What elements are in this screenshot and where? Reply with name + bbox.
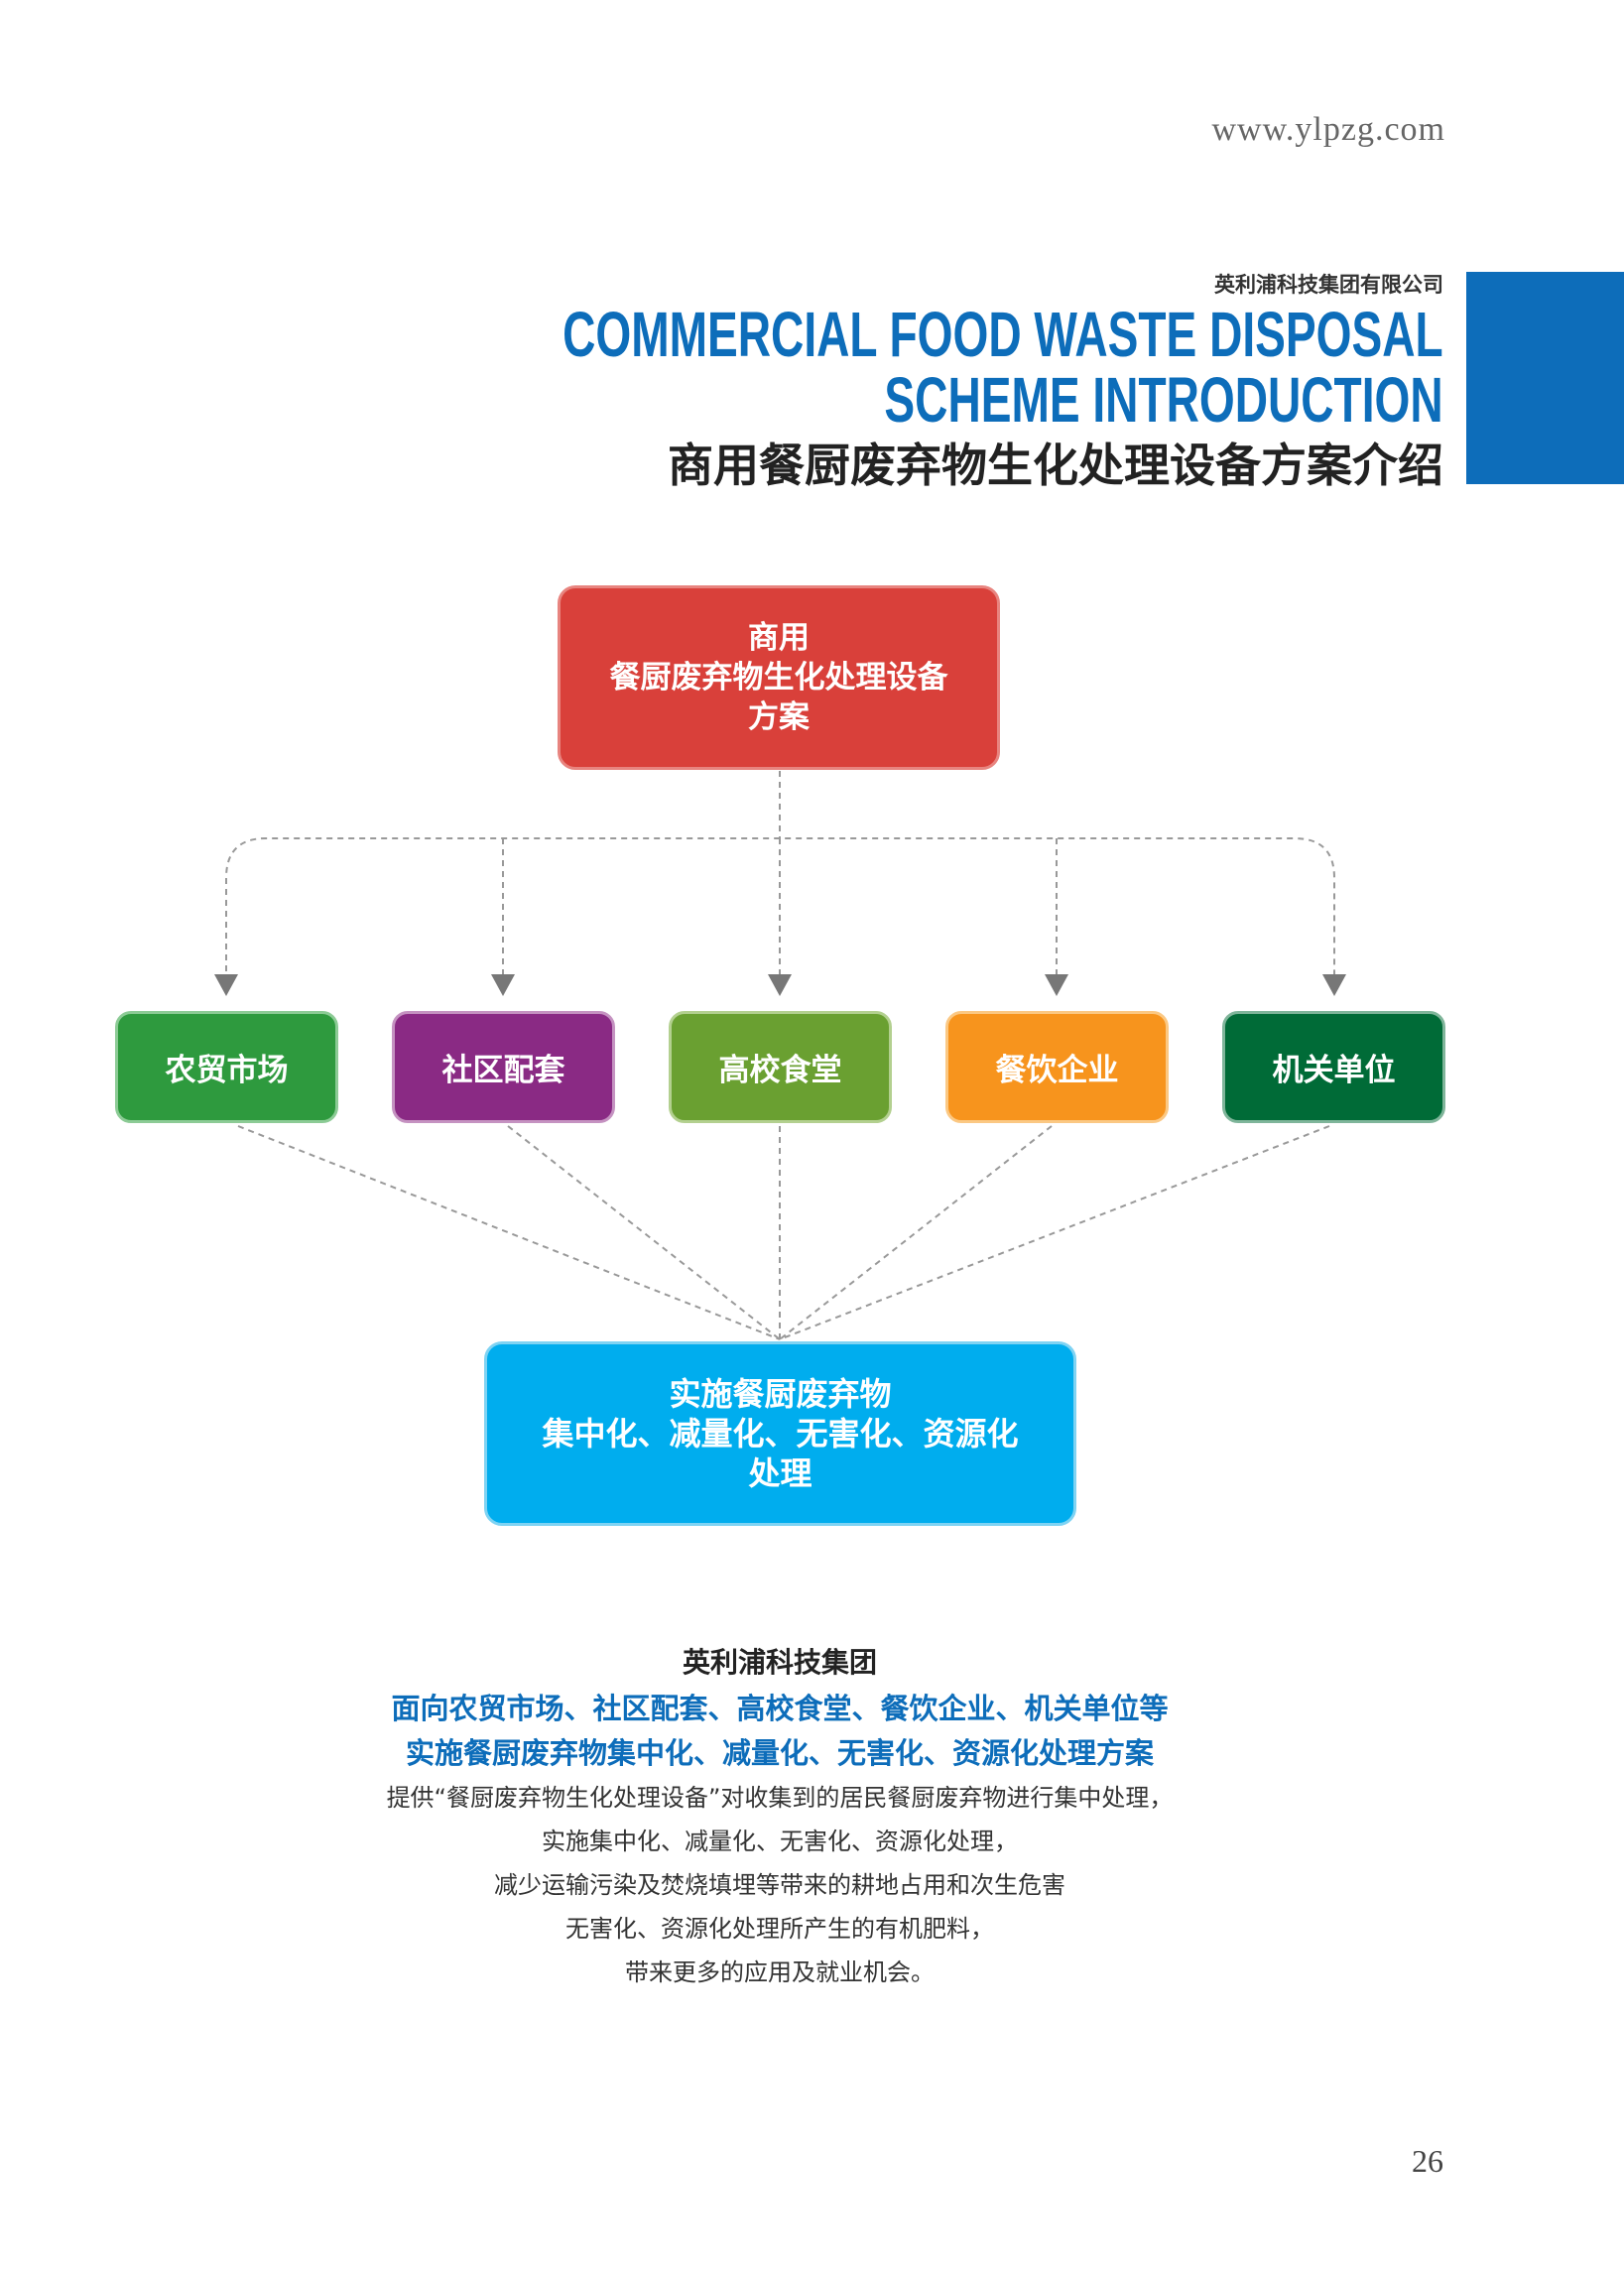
arrow-head-2 bbox=[491, 974, 515, 996]
company-name-small: 英利浦科技集团有限公司 bbox=[1214, 273, 1443, 297]
highlight-line: 实施餐厨废弃物集中化、减量化、无害化、资源化处理方案 bbox=[405, 1736, 1154, 1770]
category-box-school: 高校食堂 bbox=[669, 1011, 892, 1123]
converge-line-5 bbox=[779, 1125, 1330, 1340]
category-label: 社区配套 bbox=[441, 1053, 565, 1088]
category-label: 农贸市场 bbox=[165, 1053, 289, 1088]
body-line: 减少运输污染及焚烧填埋等带来的耕地占用和次生危害 bbox=[494, 1871, 1065, 1899]
title-en-line1: COMMERCIAL FOOD WASTE DISPOSAL bbox=[562, 299, 1443, 370]
branch-bar bbox=[225, 837, 1335, 982]
page-header: 英利浦科技集团有限公司 COMMERCIAL FOOD WASTE DISPOS… bbox=[220, 268, 1443, 496]
description-block: 英利浦科技集团 面向农贸市场、社区配套、高校食堂、餐饮企业、机关单位等 实施餐厨… bbox=[0, 1639, 1560, 1994]
converge-line-1 bbox=[237, 1125, 781, 1340]
top-scheme-box: 商用 餐厨废弃物生化处理设备 方案 bbox=[558, 585, 1000, 770]
description-company: 英利浦科技集团 bbox=[682, 1646, 877, 1679]
converge-line-4 bbox=[779, 1125, 1053, 1340]
body-line: 带来更多的应用及就业机会。 bbox=[625, 1958, 935, 1986]
category-box-community: 社区配套 bbox=[392, 1011, 615, 1123]
body-line: 实施集中化、减量化、无害化、资源化处理， bbox=[542, 1828, 1018, 1855]
category-box-government: 机关单位 bbox=[1222, 1011, 1445, 1123]
bottom-box-line3: 处理 bbox=[748, 1454, 812, 1492]
highlight-line: 面向农贸市场、社区配套、高校食堂、餐饮企业、机关单位等 bbox=[391, 1692, 1169, 1725]
arrow-head-5 bbox=[1322, 974, 1346, 996]
bottom-box-line2: 集中化、减量化、无害化、资源化 bbox=[542, 1415, 1019, 1452]
bottom-box-line1: 实施餐厨废弃物 bbox=[669, 1375, 892, 1413]
arrow-head-1 bbox=[214, 974, 238, 996]
converge-line-2 bbox=[507, 1125, 781, 1340]
arrow-head-4 bbox=[1045, 974, 1068, 996]
arrow-head-3 bbox=[768, 974, 792, 996]
top-box-line3: 方案 bbox=[748, 699, 810, 735]
title-cn: 商用餐厨废弃物生化处理设备方案介绍 bbox=[668, 439, 1443, 492]
category-label: 餐饮企业 bbox=[995, 1053, 1119, 1088]
page-number: 26 bbox=[1412, 2143, 1443, 2179]
category-box-market: 农贸市场 bbox=[115, 1011, 338, 1123]
bottom-result-box: 实施餐厨废弃物 集中化、减量化、无害化、资源化 处理 bbox=[484, 1341, 1076, 1526]
category-box-catering: 餐饮企业 bbox=[945, 1011, 1169, 1123]
top-box-line2: 餐厨废弃物生化处理设备 bbox=[609, 660, 948, 695]
category-label: 机关单位 bbox=[1272, 1053, 1396, 1088]
category-label: 高校食堂 bbox=[718, 1053, 842, 1088]
body-line: 提供“餐厨废弃物生化处理设备”对收集到的居民餐厨废弃物进行集中处理， bbox=[386, 1784, 1174, 1812]
top-box-line1: 商用 bbox=[748, 620, 810, 656]
body-line: 无害化、资源化处理所产生的有机肥料， bbox=[565, 1915, 994, 1943]
title-en-line2: SCHEME INTRODUCTION bbox=[884, 364, 1443, 436]
website-url: www.ylpzg.com bbox=[1211, 111, 1445, 148]
accent-block bbox=[1466, 272, 1624, 484]
